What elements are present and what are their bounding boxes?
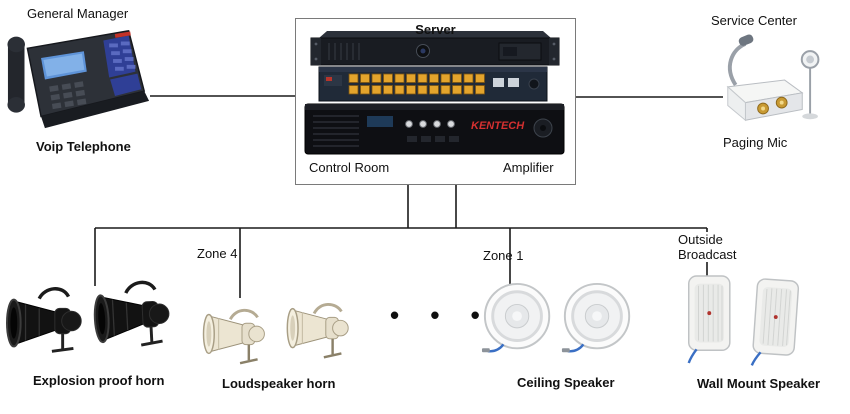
- ellipsis-dots: • • •: [390, 300, 492, 330]
- label-control-room: Control Room: [309, 160, 390, 175]
- network-switch-illustration: [318, 66, 548, 102]
- label-ceiling-speaker: Ceiling Speaker: [517, 375, 615, 390]
- label-wall-mount-speaker: Wall Mount Speaker: [697, 376, 821, 391]
- ceiling-speaker-illustration: [480, 282, 631, 354]
- label-server: Server: [415, 22, 456, 37]
- explosion-proof-horn-illustration: [5, 279, 173, 354]
- label-explosion-proof-horn: Explosion proof horn: [33, 373, 165, 388]
- label-zone-4: Zone 4: [197, 246, 238, 261]
- label-outside-broadcast: Outside Broadcast: [676, 232, 739, 262]
- label-paging-mic: Paging Mic: [723, 135, 788, 150]
- label-zone-1: Zone 1: [483, 248, 524, 263]
- label-voip-telephone: Voip Telephone: [36, 139, 131, 154]
- label-loudspeaker-horn: Loudspeaker horn: [222, 376, 336, 391]
- voip-telephone-illustration: [7, 29, 150, 129]
- label-service-center: Service Center: [711, 13, 797, 28]
- loudspeaker-horn-illustration: [202, 302, 350, 365]
- phone-handset: [7, 36, 25, 113]
- paging-mic-illustration: [726, 34, 820, 122]
- label-general-manager: General Manager: [27, 6, 129, 21]
- control-room-box: Server: [295, 18, 576, 185]
- wall-mount-speaker-illustration: [687, 274, 801, 370]
- server-unit-illustration: [310, 31, 560, 66]
- amplifier-illustration: KENTECH: [304, 103, 565, 155]
- label-broadcast: Broadcast: [678, 247, 737, 262]
- mic-on-stand: [800, 50, 820, 120]
- label-amplifier: Amplifier: [503, 160, 554, 175]
- label-outside: Outside: [678, 232, 723, 247]
- amplifier-brand-text: KENTECH: [471, 120, 525, 132]
- server-rack-illustration: KENTECH: [304, 31, 565, 155]
